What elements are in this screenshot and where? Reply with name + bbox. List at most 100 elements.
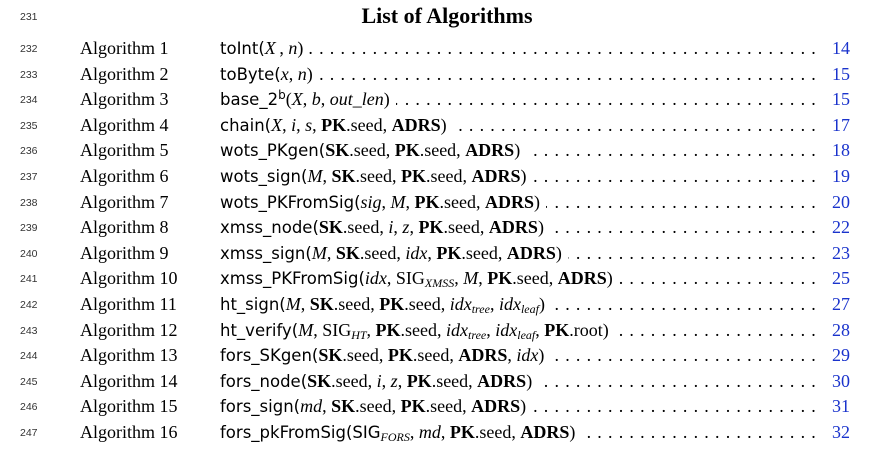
toc-entry: 246 Algorithm 15 fors_sign(md, SK.seed, PK… (0, 393, 894, 419)
algorithm-signature: toInt(X , n) (220, 38, 304, 58)
algorithm-list: 232 Algorithm 1 toInt(X , n)..............… (0, 35, 894, 445)
algorithm-entry: xmss_sign(M, SK.seed, idx, PK.seed, ADRS… (220, 241, 850, 266)
algorithm-signature: fors_SKgen(SK.seed, PK.seed, ADRS, idx) (220, 345, 545, 366)
line-number: 234 (20, 94, 38, 107)
page-number-link[interactable]: 29 (832, 345, 850, 366)
title-row: 231 List of Algorithms (0, 0, 894, 34)
algorithm-signature: xmss_PKFromSig(idx, SIGXMSS, M, PK.seed,… (220, 268, 613, 291)
leader-dots: ........................................… (551, 293, 822, 314)
line-number: 246 (20, 401, 38, 414)
algorithm-entry: xmss_PKFromSig(idx, SIGXMSS, M, PK.seed,… (220, 266, 850, 291)
algorithm-label: Algorithm 6 (80, 165, 169, 186)
algorithm-label: Algorithm 11 (80, 293, 177, 314)
page-number-link[interactable]: 32 (832, 421, 850, 442)
line-number: 232 (20, 43, 38, 55)
line-number: 244 (20, 350, 38, 363)
algorithm-entry: wots_PKgen(SK.seed, PK.seed, ADRS)......… (220, 138, 850, 163)
leader-dots: ........................................… (538, 370, 822, 391)
algorithm-label: Algorithm 13 (80, 345, 178, 366)
algorithm-signature: chain(X, i, s, PK.seed, ADRS) (220, 114, 447, 135)
algorithm-entry: fors_SKgen(SK.seed, PK.seed, ADRS, idx).… (220, 343, 850, 368)
line-number: 242 (20, 298, 38, 311)
page-number-link[interactable]: 28 (832, 319, 850, 340)
line-number: 245 (20, 375, 38, 388)
algorithm-entry: fors_pkFromSig(SIGFORS, md, PK.seed, ADR… (220, 420, 850, 445)
algorithm-label: Algorithm 16 (80, 421, 178, 442)
leader-dots: ........................................… (550, 217, 822, 238)
algorithm-signature: ht_sign(M, SK.seed, PK.seed, idxtree, id… (220, 293, 545, 316)
algorithm-entry: fors_sign(md, SK.seed, PK.seed, ADRS)...… (220, 394, 850, 419)
line-number: 247 (20, 426, 38, 439)
page-number-link[interactable]: 17 (832, 114, 850, 135)
leader-dots: ........................................… (546, 191, 822, 212)
leader-dots: ........................................… (396, 89, 822, 110)
algorithm-label: Algorithm 3 (80, 89, 169, 110)
algorithm-entry: chain(X, i, s, PK.seed, ADRS)...........… (220, 113, 850, 138)
algorithm-entry: ht_verify(M, SIGHT, PK.seed, idxtree, id… (220, 318, 850, 343)
leader-dots: ........................................… (581, 421, 822, 442)
algorithm-label: Algorithm 9 (80, 242, 169, 263)
leader-dots: ........................................… (618, 268, 822, 289)
algorithm-signature: fors_pkFromSig(SIGFORS, md, PK.seed, ADR… (220, 421, 576, 444)
leader-dots: ........................................… (309, 38, 822, 58)
page-number-link[interactable]: 31 (832, 396, 850, 417)
page-number-link[interactable]: 19 (832, 165, 850, 186)
toc-entry: 238 Algorithm 7 wots_PKFromSig(sig, M, PK.… (0, 189, 894, 215)
line-number: 243 (20, 324, 38, 337)
line-number: 241 (20, 273, 38, 286)
algorithm-label: Algorithm 8 (80, 217, 169, 238)
page-number-link[interactable]: 15 (832, 89, 850, 110)
leader-dots: ........................................… (319, 63, 822, 84)
page-number-link[interactable]: 23 (832, 242, 850, 263)
toc-entry: 242 Algorithm 11 ht_sign(M, SK.seed, PK.se… (0, 291, 894, 317)
algorithm-signature: ht_verify(M, SIGHT, PK.seed, idxtree, id… (220, 319, 609, 342)
algorithm-signature: fors_sign(md, SK.seed, PK.seed, ADRS) (220, 396, 527, 417)
algorithm-entry: toInt(X , n)............................… (220, 36, 850, 61)
leader-dots: ........................................… (453, 114, 822, 135)
toc-entry: 244 Algorithm 13 fors_SKgen(SK.seed, PK.se… (0, 342, 894, 368)
page-number-link[interactable]: 25 (832, 268, 850, 289)
algorithm-entry: wots_PKFromSig(sig, M, PK.seed, ADRS)...… (220, 190, 850, 215)
line-number: 231 (20, 11, 38, 23)
leader-dots: ........................................… (615, 319, 822, 340)
algorithm-label: Algorithm 7 (80, 191, 169, 212)
page-number-link[interactable]: 27 (832, 293, 850, 314)
page-number-link[interactable]: 30 (832, 370, 850, 391)
algorithm-label: Algorithm 1 (80, 38, 169, 58)
algorithm-signature: xmss_sign(M, SK.seed, idx, PK.seed, ADRS… (220, 242, 562, 263)
algorithm-label: Algorithm 4 (80, 114, 169, 135)
toc-entry: 235 Algorithm 4 chain(X, i, s, PK.seed, AD… (0, 112, 894, 138)
algorithm-entry: toByte(x, n)............................… (220, 62, 850, 87)
algorithm-entry: base_2b(X, b, out_len)..................… (220, 87, 850, 112)
algorithm-entry: fors_node(SK.seed, i, z, PK.seed, ADRS).… (220, 369, 850, 394)
algorithm-label: Algorithm 5 (80, 140, 169, 161)
algorithm-label: Algorithm 2 (80, 63, 169, 84)
algorithm-signature: fors_node(SK.seed, i, z, PK.seed, ADRS) (220, 370, 533, 391)
leader-dots: ........................................… (526, 140, 822, 161)
line-number: 236 (20, 145, 38, 158)
line-number: 235 (20, 119, 38, 132)
algorithm-signature: xmss_node(SK.seed, i, z, PK.seed, ADRS) (220, 217, 544, 238)
line-number: 237 (20, 170, 38, 183)
algorithm-signature: wots_PKgen(SK.seed, PK.seed, ADRS) (220, 140, 521, 161)
toc-entry: 247 Algorithm 16 fors_pkFromSig(SIGFORS, m… (0, 419, 894, 445)
algorithm-entry: ht_sign(M, SK.seed, PK.seed, idxtree, id… (220, 292, 850, 317)
algorithm-signature: base_2b(X, b, out_len) (220, 88, 390, 110)
leader-dots: ........................................… (532, 396, 822, 417)
algorithm-entry: xmss_node(SK.seed, i, z, PK.seed, ADRS).… (220, 215, 850, 240)
page-number-link[interactable]: 14 (832, 38, 850, 58)
line-number: 238 (20, 196, 38, 209)
algorithm-label: Algorithm 15 (80, 396, 178, 417)
algorithm-signature: wots_PKFromSig(sig, M, PK.seed, ADRS) (220, 191, 541, 212)
page-number-link[interactable]: 15 (832, 63, 850, 84)
page-number-link[interactable]: 18 (832, 140, 850, 161)
page-number-link[interactable]: 22 (832, 217, 850, 238)
page-number-link[interactable]: 20 (832, 191, 850, 212)
